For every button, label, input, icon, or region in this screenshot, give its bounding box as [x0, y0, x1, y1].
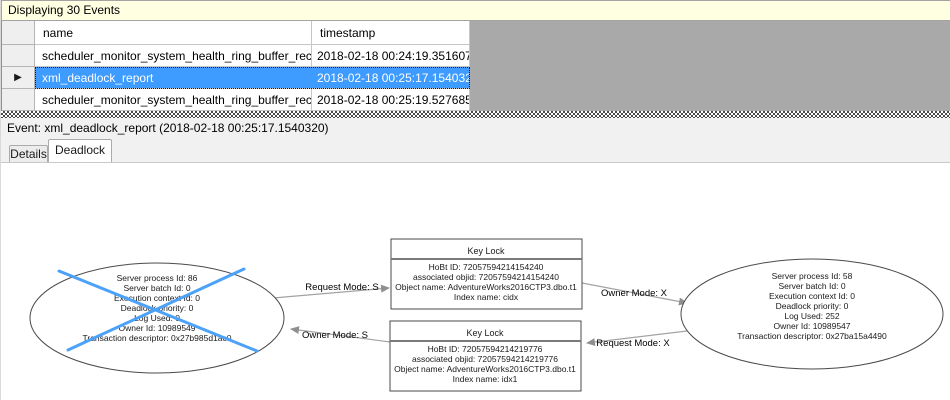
process-left-line: Log Used: 0: [134, 313, 180, 323]
resource-top-line: Object name: AdventureWorks2016CTP3.dbo.…: [395, 282, 577, 292]
resource-top-text: Key Lock HoBt ID: 72057594214154240 asso…: [395, 246, 577, 302]
cell-name[interactable]: xml_deadlock_report: [35, 67, 312, 89]
process-node-text: Server process Id: 58 Server batch Id: 0…: [737, 271, 887, 341]
events-grid: name timestamp scheduler_monitor_system_…: [1, 21, 950, 111]
events-count-text: Displaying 30 Events: [8, 3, 121, 17]
edge-request-x: [586, 330, 688, 347]
edge-label-owner-x: Owner Mode: X: [601, 288, 668, 299]
edge-label-request-s: Request Mode: S: [305, 282, 378, 293]
column-header-timestamp[interactable]: timestamp: [312, 21, 470, 45]
row-selector-cell[interactable]: [2, 89, 35, 111]
victim-cross-icon: [57, 269, 259, 353]
process-node[interactable]: [680, 258, 944, 370]
cell-timestamp[interactable]: 2018-02-18 00:25:19.5276859: [312, 89, 470, 111]
selected-event-text: Event: xml_deadlock_report (2018-02-18 0…: [7, 121, 329, 135]
tab-deadlock[interactable]: Deadlock: [48, 139, 112, 162]
process-right-line: Deadlock priority: 0: [776, 301, 849, 311]
resource-bottom-line: associated objid: 72057594214219776: [412, 354, 558, 364]
resource-bottom-line: Object name: AdventureWorks2016CTP3.dbo.…: [394, 364, 576, 374]
edge-label-request-x: Request Mode: X: [596, 338, 670, 349]
resource-bottom-line: Index name: idx1: [453, 374, 518, 384]
events-count-bar: Displaying 30 Events: [1, 0, 950, 21]
victim-cross-icon: [66, 267, 246, 352]
resource-top-title: Key Lock: [467, 246, 505, 256]
edge-label-owner-s: Owner Mode: S: [302, 330, 368, 341]
process-right-line: Transaction descriptor: 0x27ba15a4490: [737, 331, 887, 341]
resource-top-line: Index name: cidx: [454, 292, 519, 302]
process-left-line: Server batch Id: 0: [123, 283, 190, 293]
process-right-line: Server batch Id: 0: [778, 281, 845, 291]
edge-owner-x: [581, 282, 688, 306]
process-left-line: Server process Id: 86: [117, 273, 198, 283]
resource-node-key-lock-top[interactable]: [390, 238, 583, 310]
process-left-line: Execution context Id: 0: [114, 293, 200, 303]
deadlock-graph-panel: Server process Id: 86 Server batch Id: 0…: [1, 162, 950, 400]
detail-tabstrip: Details Deadlock: [1, 138, 950, 162]
selected-event-bar: Event: xml_deadlock_report (2018-02-18 0…: [1, 118, 950, 138]
edge-owner-s: [290, 326, 391, 343]
row-selector-header: [2, 21, 35, 45]
current-row-arrow-icon[interactable]: ▶: [2, 67, 35, 89]
process-node-victim[interactable]: [29, 262, 285, 374]
resource-node-key-lock-bottom[interactable]: [389, 320, 582, 392]
table-row[interactable]: scheduler_monitor_system_health_ring_buf…: [2, 89, 470, 111]
cell-name[interactable]: scheduler_monitor_system_health_ring_buf…: [35, 89, 312, 111]
row-selector-cell[interactable]: [2, 45, 35, 67]
edge-request-s: [272, 284, 390, 299]
table-row-selected[interactable]: ▶ xml_deadlock_report 2018-02-18 00:25:1…: [2, 67, 470, 89]
cell-name[interactable]: scheduler_monitor_system_health_ring_buf…: [35, 45, 312, 67]
cell-timestamp[interactable]: 2018-02-18 00:24:19.3516078: [312, 45, 470, 67]
events-grid-table: name timestamp scheduler_monitor_system_…: [1, 21, 470, 111]
process-right-line: Execution context Id: 0: [769, 291, 855, 301]
resource-bottom-title: Key Lock: [466, 328, 504, 338]
process-right-line: Log Used: 252: [784, 311, 840, 321]
grid-header-row: name timestamp: [2, 21, 470, 45]
resource-bottom-text: Key Lock HoBt ID: 72057594214219776 asso…: [394, 328, 576, 384]
process-right-line: Server process Id: 58: [772, 271, 853, 281]
tab-details[interactable]: Details: [9, 145, 48, 162]
column-header-name[interactable]: name: [35, 21, 312, 45]
table-row[interactable]: scheduler_monitor_system_health_ring_buf…: [2, 45, 470, 67]
resource-top-line: HoBt ID: 72057594214154240: [429, 262, 544, 272]
resource-top-line: associated objid: 72057594214154240: [413, 272, 559, 282]
process-right-line: Owner Id: 10989547: [773, 321, 850, 331]
process-left-line: Owner Id: 10989549: [118, 323, 195, 333]
process-left-line: Transaction descriptor: 0x27b985d1ac0: [83, 333, 232, 343]
pane-splitter[interactable]: [1, 111, 950, 118]
cell-timestamp[interactable]: 2018-02-18 00:25:17.1540320: [312, 67, 470, 89]
resource-bottom-line: HoBt ID: 72057594214219776: [428, 344, 543, 354]
deadlock-graph: Server process Id: 86 Server batch Id: 0…: [29, 238, 944, 392]
